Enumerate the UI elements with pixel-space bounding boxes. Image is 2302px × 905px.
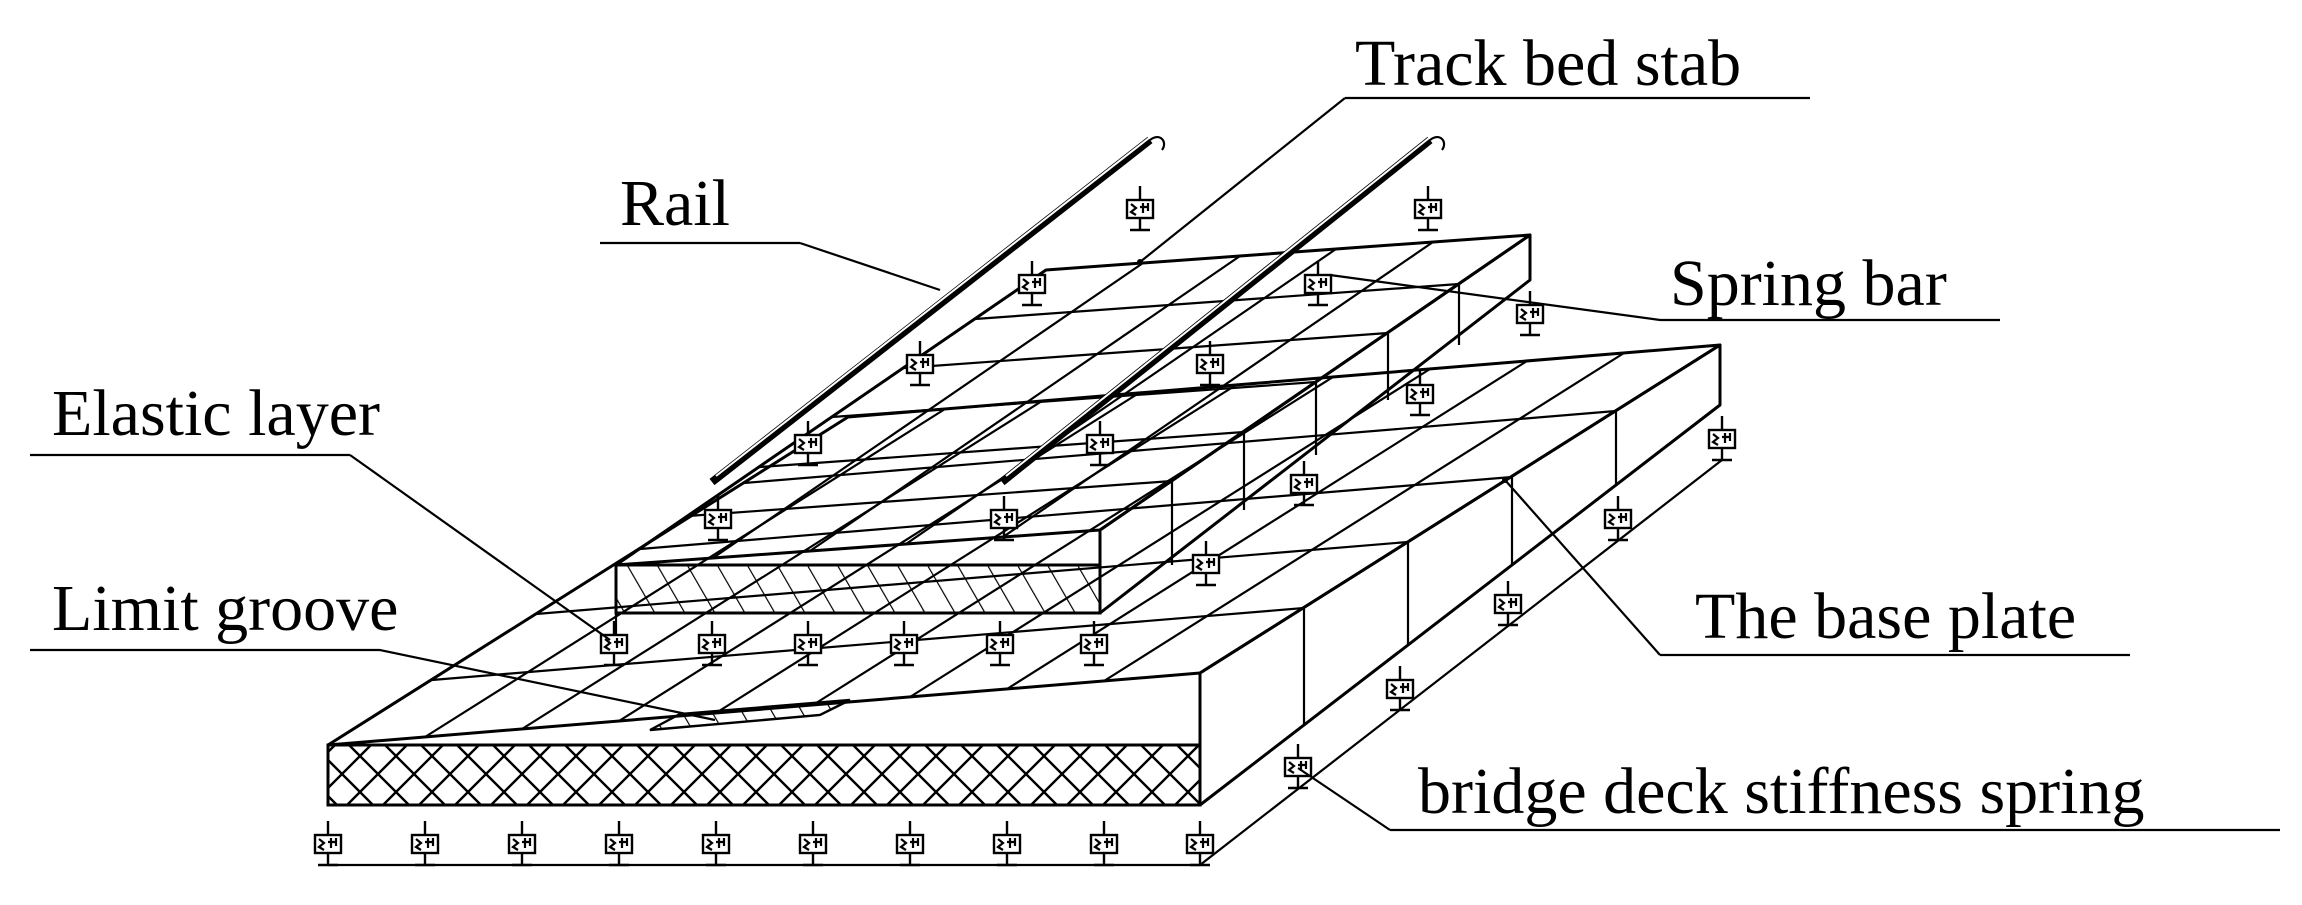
label-limit-groove: Limit groove [52, 572, 398, 645]
rail-left [709, 133, 1166, 486]
limit-groove [649, 698, 851, 732]
label-base-plate: The base plate [1695, 580, 2076, 653]
label-elastic-layer: Elastic layer [52, 377, 380, 450]
leader-lines [30, 96, 2280, 832]
base-plate [326, 343, 1722, 807]
label-bridge-deck-stiffness-spring: bridge deck stiffness spring [1418, 755, 2144, 828]
label-spring-bar: Spring bar [1670, 247, 1947, 320]
track-bed-slab [614, 233, 1532, 615]
label-rail: Rail [620, 167, 730, 240]
label-track-bed-slab: Track bed stab [1355, 27, 1741, 100]
rail-right [999, 133, 1446, 486]
bridge-deck-stiffness-springs [313, 414, 1737, 867]
